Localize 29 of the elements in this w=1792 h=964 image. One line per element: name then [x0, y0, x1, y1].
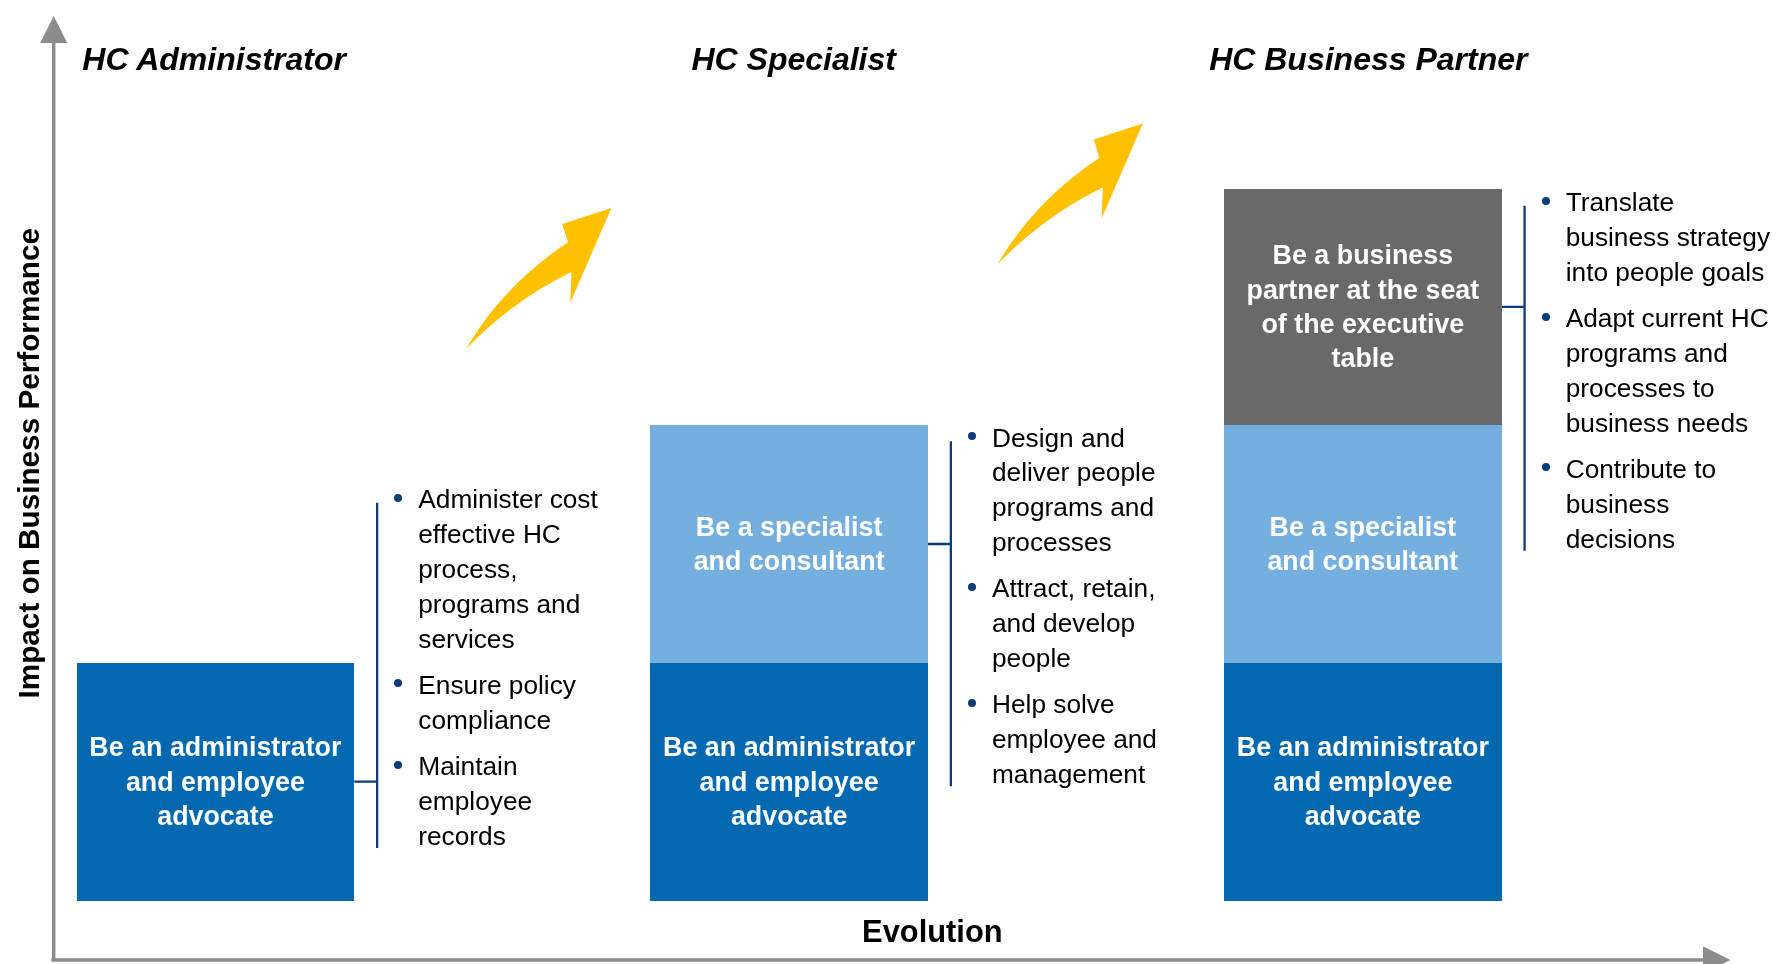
block-text: Be an administrator and employee advocate: [1235, 731, 1490, 833]
stage-heading: HC Business Partner: [1209, 41, 1528, 79]
administrator-block: [650, 662, 928, 901]
bullet-text: Contribute to business decisions: [1565, 454, 1717, 554]
stage-heading: HC Specialist: [691, 41, 896, 79]
axis-title: Impact on Business Performance: [11, 227, 46, 699]
axis-title: Evolution: [862, 914, 1003, 951]
stage-heading: HC Administrator: [82, 41, 346, 79]
administrator-block: [76, 662, 355, 901]
block-text: Be a business partner at the seat of the executive table: [1245, 239, 1481, 376]
business-partner-block: [1224, 188, 1502, 426]
bullet-text: Adapt current HC programs and processes to business needs: [1565, 303, 1769, 438]
bullet-text: Design and deliver people programs and processes: [991, 422, 1156, 558]
administrator-block: [1224, 662, 1502, 901]
bullet-text: Administer cost effective HC process, programs and services: [418, 484, 598, 654]
specialist-block: [650, 425, 928, 663]
bracket-line: [353, 501, 379, 850]
bullet-text: Translate business strategy into people goals: [1565, 187, 1771, 287]
bullet-text: Ensure policy compliance: [418, 670, 576, 735]
bracket-line: [926, 440, 952, 788]
block-text: Be a specialist and consultant: [1266, 510, 1460, 578]
block-text: Be a specialist and consultant: [692, 510, 886, 578]
block-text: Be an administrator and employee advocate: [88, 731, 343, 833]
bullet-text: Help solve employee and management: [991, 689, 1157, 790]
bracket-line: [1500, 204, 1526, 552]
specialist-block: [1224, 425, 1502, 663]
bullet-text: Maintain employee records: [418, 751, 533, 851]
block-text: Be an administrator and employee advocate: [662, 731, 917, 833]
bullet-text: Attract, retain, and develop people: [991, 573, 1156, 674]
